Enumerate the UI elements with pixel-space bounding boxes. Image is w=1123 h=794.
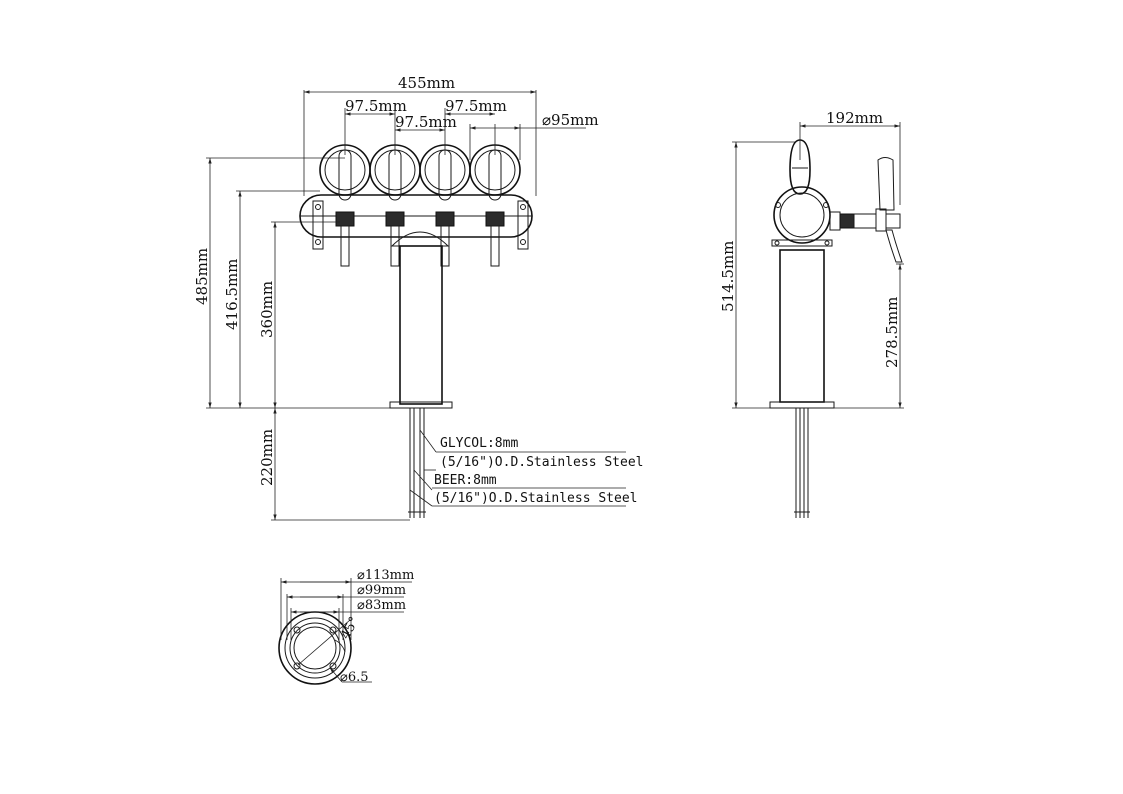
beer-title: BEER:8mm — [434, 473, 497, 488]
side-tubes — [794, 408, 810, 518]
shank-length-label: 220mm — [258, 429, 276, 486]
base-mid-label: ⌀99mm — [357, 583, 406, 598]
front-tubes — [408, 408, 426, 518]
medallion-diameter-label: ⌀95mm — [542, 111, 599, 129]
beer-spec: (5/16")O.D.Stainless Steel — [434, 491, 638, 506]
spacing-label-1: 97.5mm — [345, 97, 407, 115]
width-dimension-label: 455mm — [398, 74, 455, 92]
side-column — [779, 249, 825, 403]
height-column-label: 360mm — [258, 281, 276, 338]
base-view: ⌀113mm ⌀99mm ⌀83mm 45° ⌀6.5 — [278, 568, 414, 685]
side-faucet — [829, 157, 903, 263]
depth-label: 192mm — [826, 109, 883, 127]
front-tap-2 — [369, 144, 421, 267]
height-total-label: 485mm — [193, 248, 211, 305]
base-angle-label: 45° — [338, 614, 362, 641]
base-hole-label: ⌀6.5 — [340, 670, 369, 685]
front-column — [389, 245, 453, 409]
front-view: 455mm 97.5mm 97.5mm 97.5mm ⌀95mm 485mm 4… — [193, 74, 644, 521]
height-tap-label: 416.5mm — [223, 259, 241, 330]
side-view: 192mm 514.5mm 278.5mm — [719, 109, 904, 518]
front-tap-3 — [419, 144, 471, 267]
front-tap-4 — [469, 144, 521, 267]
spout-height-label: 278.5mm — [883, 297, 901, 368]
side-manifold — [771, 186, 833, 247]
spacing-label-2: 97.5mm — [395, 113, 457, 131]
spacing-label-3: 97.5mm — [445, 97, 507, 115]
base-hole — [329, 626, 337, 634]
base-inner-label: ⌀83mm — [357, 598, 406, 613]
side-height-label: 514.5mm — [719, 241, 737, 312]
front-bracket — [390, 231, 450, 247]
base-outer-label: ⌀113mm — [357, 568, 414, 583]
glycol-spec: (5/16")O.D.Stainless Steel — [440, 455, 644, 470]
glycol-title: GLYCOL:8mm — [440, 436, 518, 451]
front-tap-1 — [319, 144, 371, 267]
side-medallion — [789, 139, 811, 195]
